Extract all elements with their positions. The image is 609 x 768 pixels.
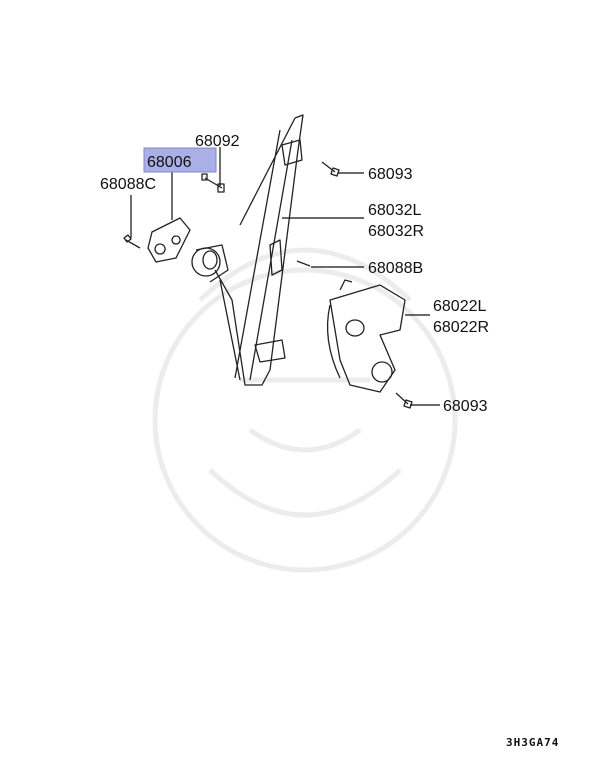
callout-68022r[interactable]: 68022R	[433, 319, 489, 336]
watermark-logo	[152, 247, 458, 573]
leader-lines	[130, 147, 440, 406]
callout-68088c[interactable]: 68088C	[100, 176, 156, 193]
callout-68088b[interactable]: 68088B	[368, 260, 423, 277]
callout-68093-bottom[interactable]: 68093	[443, 398, 488, 415]
cable-drum-part	[191, 244, 241, 381]
diagram-code: 3H3GA74	[506, 736, 560, 749]
callout-68032l[interactable]: 68032L	[368, 202, 421, 219]
cover-plate-part	[147, 217, 191, 263]
callout-68032r[interactable]: 68032R	[368, 223, 424, 240]
bolt-68093-top-part	[321, 161, 340, 177]
callout-68022l[interactable]: 68022L	[433, 298, 486, 315]
screw-68088b-part	[296, 260, 311, 267]
highlight-box-68006	[143, 147, 217, 173]
callout-68093-top[interactable]: 68093	[368, 166, 413, 183]
clip-68092-part	[201, 173, 225, 193]
bolt-68093-bottom-part	[395, 392, 413, 409]
window-motor-part	[326, 279, 406, 393]
callout-68006[interactable]: 68006	[147, 154, 192, 171]
callout-68092[interactable]: 68092	[195, 133, 240, 150]
bolt-68088c-part	[123, 234, 141, 249]
window-regulator-part	[214, 114, 304, 386]
